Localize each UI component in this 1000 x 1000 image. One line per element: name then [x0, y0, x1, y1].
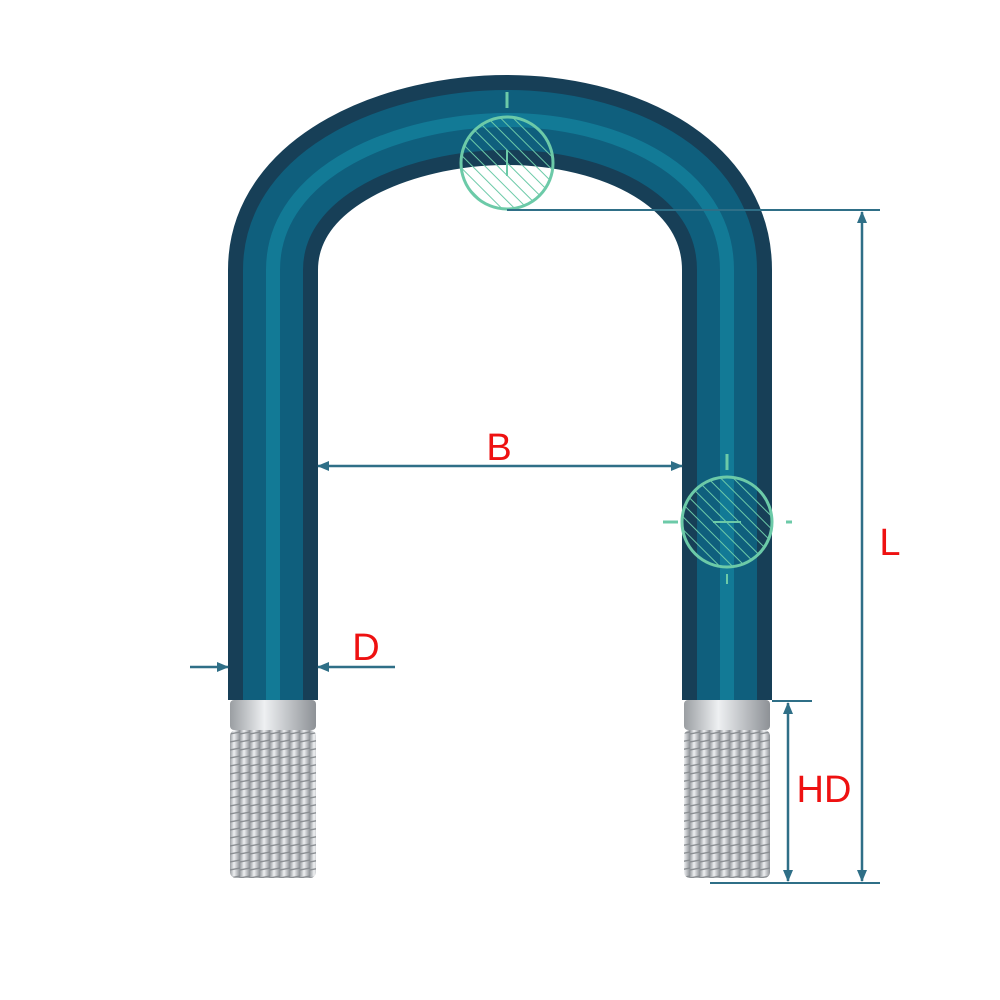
- dimension-hd: HD: [772, 700, 852, 882]
- thread-right: [684, 700, 770, 878]
- label-d: D: [352, 627, 379, 669]
- label-hd: HD: [797, 769, 852, 811]
- label-b: B: [486, 427, 511, 469]
- cross-section-hatch-icon: [663, 454, 792, 584]
- thread-left: [230, 700, 316, 878]
- dimension-l: L: [507, 209, 901, 884]
- dimension-b: B: [317, 427, 683, 471]
- dimension-d: D: [190, 627, 395, 672]
- label-l: L: [879, 522, 900, 564]
